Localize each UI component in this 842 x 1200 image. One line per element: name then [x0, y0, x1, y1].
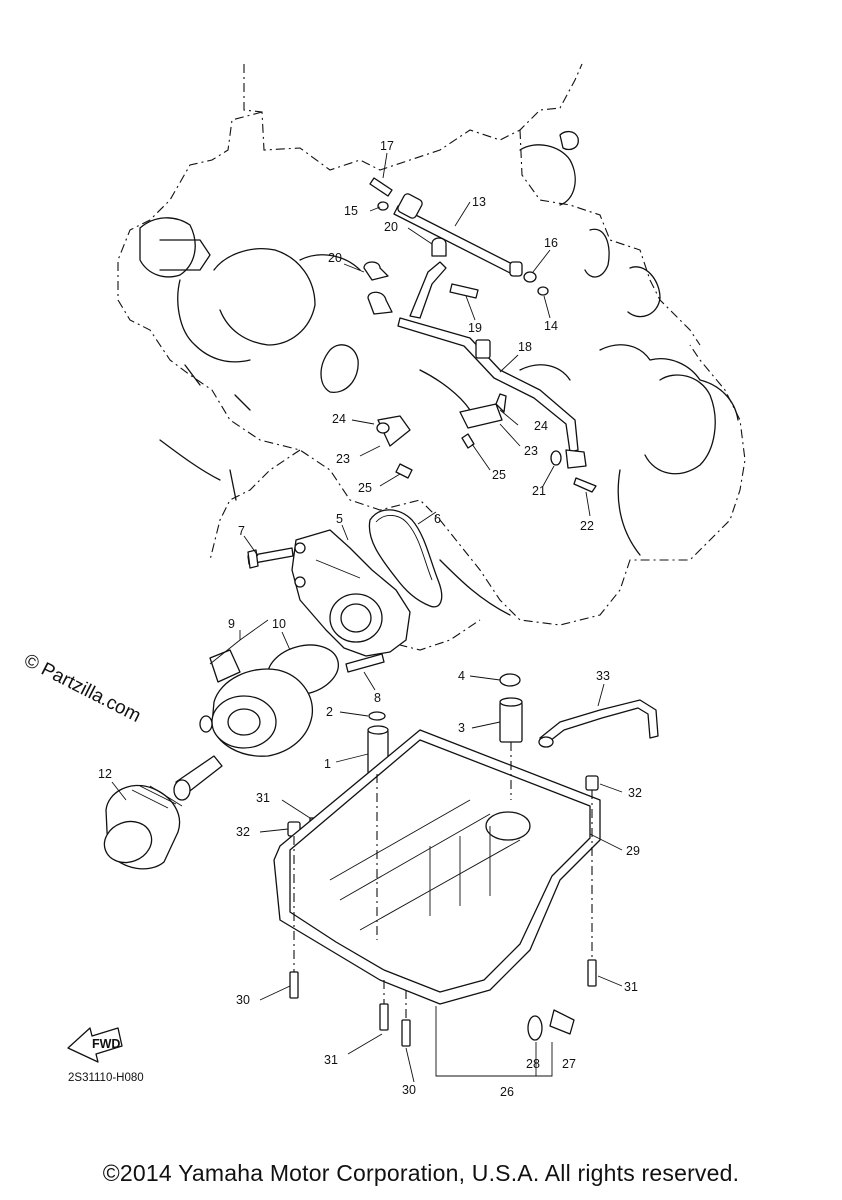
callout-31a: 31: [256, 791, 270, 805]
callout-28: 28: [526, 1057, 540, 1071]
callout-6: 6: [434, 512, 441, 526]
callout-30a: 30: [236, 993, 250, 1007]
callout-3: 3: [458, 721, 465, 735]
callout-30b: 30: [402, 1083, 416, 1097]
callout-21: 21: [532, 484, 546, 498]
callout-27: 27: [562, 1057, 576, 1071]
fwd-arrow: FWD: [67, 1027, 123, 1063]
callout-23a: 23: [336, 452, 350, 466]
callout-25a: 25: [358, 481, 372, 495]
callout-numbers: 17 15 13 16 20 20 14 19 18 24 24 23 23 2…: [98, 139, 642, 1099]
alignment-lines: [293, 742, 593, 1020]
callout-23b: 23: [524, 444, 538, 458]
oil-cooler-assembly: [103, 509, 443, 870]
callout-24b: 24: [534, 419, 548, 433]
leader-lines: [111, 152, 623, 1083]
callout-13: 13: [472, 195, 486, 209]
callout-22: 22: [580, 519, 594, 533]
callout-33: 33: [596, 669, 610, 683]
callout-31c: 31: [324, 1053, 338, 1067]
engine-detail: [139, 130, 739, 616]
callout-2: 2: [326, 705, 333, 719]
oil-pan-assembly: [273, 673, 659, 1077]
callout-29: 29: [626, 844, 640, 858]
oil-delivery-pipe-assembly: [363, 177, 597, 493]
fwd-label: FWD: [92, 1037, 120, 1051]
callout-20b: 20: [384, 220, 398, 234]
callout-31b: 31: [624, 980, 638, 994]
callout-25b: 25: [492, 468, 506, 482]
callout-17: 17: [380, 139, 394, 153]
callout-19: 19: [468, 321, 482, 335]
callout-32a: 32: [236, 825, 250, 839]
callout-15: 15: [344, 204, 358, 218]
callout-4: 4: [458, 669, 465, 683]
callout-1: 1: [324, 757, 331, 771]
callout-12: 12: [98, 767, 112, 781]
callout-5: 5: [336, 512, 343, 526]
callout-26: 26: [500, 1085, 514, 1099]
copyright-notice: ©2014 Yamaha Motor Corporation, U.S.A. A…: [102, 1160, 740, 1186]
callout-7: 7: [238, 524, 245, 538]
callout-9: 9: [228, 617, 235, 631]
callout-16: 16: [544, 236, 558, 250]
callout-8: 8: [374, 691, 381, 705]
callout-20a: 20: [328, 251, 342, 265]
diagram-code: 2S31110-H080: [68, 1072, 144, 1084]
callout-18: 18: [518, 340, 532, 354]
callout-32b: 32: [628, 786, 642, 800]
callout-24a: 24: [332, 412, 346, 426]
callout-14: 14: [544, 319, 558, 333]
callout-10: 10: [272, 617, 286, 631]
